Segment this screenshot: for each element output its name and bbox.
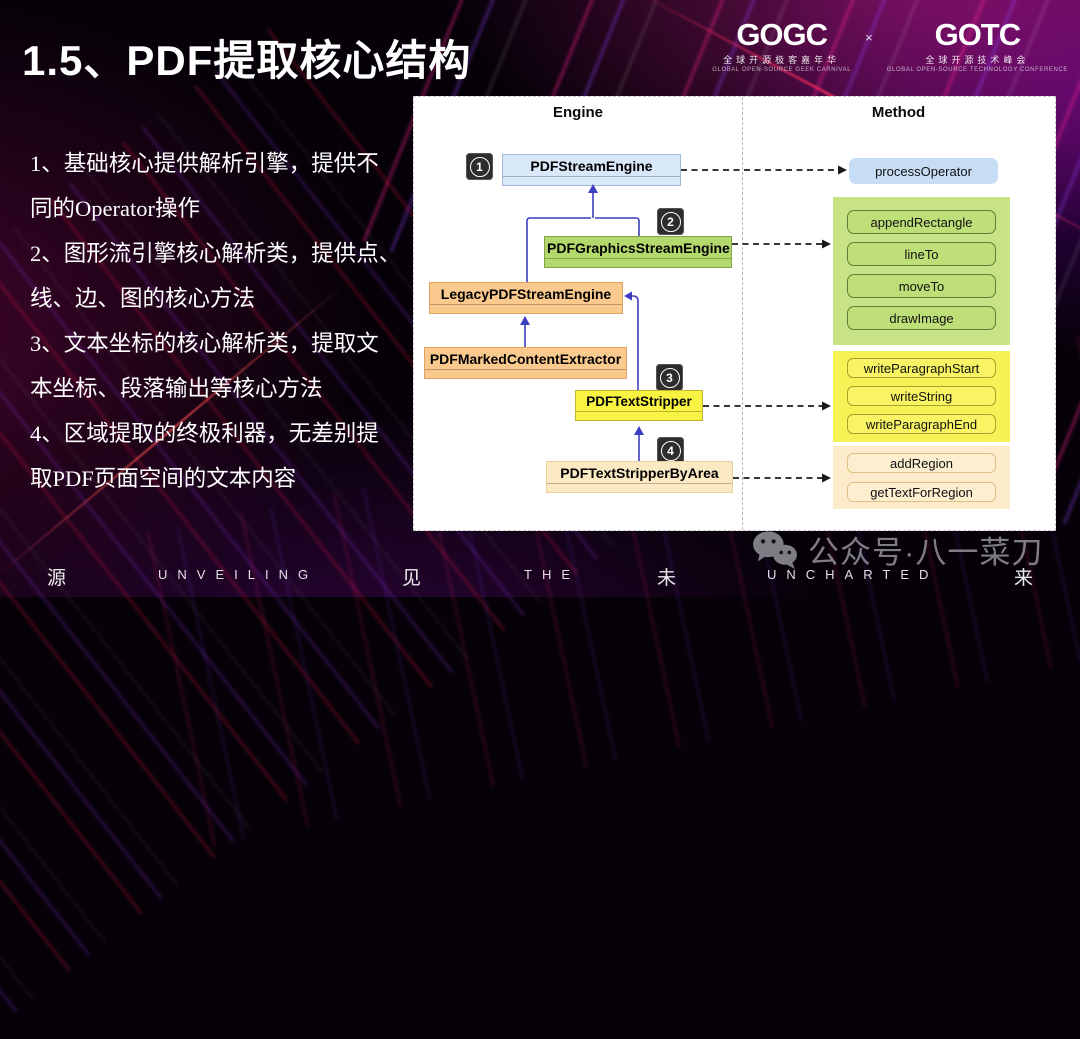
method-appendrectangle: appendRectangle	[847, 210, 996, 234]
class-empty-compartment	[547, 484, 732, 492]
method-column-header: Method	[871, 104, 926, 121]
footer-word-jian: 见	[402, 568, 422, 589]
note-line: 取PDF页面空间的文本内容	[30, 466, 297, 491]
footer-word-wei: 未	[657, 568, 677, 589]
class-box-pdfmarkedcontentextractor: PDFMarkedContentExtractor	[424, 347, 627, 379]
badge-4: 4	[657, 437, 684, 464]
footer-word-uncharted: UNCHARTED	[767, 567, 939, 582]
footer-word-the: THE	[524, 567, 580, 582]
class-empty-compartment	[425, 370, 626, 378]
method-addregion: addRegion	[847, 453, 996, 473]
class-box-pdftextstripper: PDFTextStripper	[575, 390, 703, 421]
slide-title: 1.5、PDF提取核心结构	[22, 37, 472, 84]
note-line: 4、区域提取的终极利器，无差别提	[30, 421, 379, 446]
delegation-arrows	[681, 165, 847, 483]
class-name: LegacyPDFStreamEngine	[430, 283, 622, 305]
wechat-icon	[753, 530, 797, 569]
class-name: PDFGraphicsStreamEngine	[545, 237, 731, 259]
note-line: 3、文本坐标的核心解析类，提取文	[30, 331, 379, 356]
gogc-wordmark: GOGC	[736, 17, 828, 52]
class-box-pdftextstripperbyarea: PDFTextStripperByArea	[546, 461, 733, 493]
method-lineto: lineTo	[847, 242, 996, 266]
watermark-text: 公众号·八一菜刀	[808, 535, 1044, 570]
wechat-watermark: 公众号·八一菜刀	[750, 527, 1043, 572]
badge-3: 3	[656, 364, 683, 391]
badge-3-number: 3	[659, 367, 680, 388]
class-box-pdfgraphicsstreamengine: PDFGraphicsStreamEngine	[544, 236, 732, 268]
gotc-tagline-en: GLOBAL OPEN-SOURCE TECHNOLOGY CONFERENCE	[886, 67, 1068, 73]
footer-strip: 源 UNVEILING 见 THE 未 UNCHARTED 来	[0, 537, 1080, 597]
class-empty-compartment	[430, 305, 622, 313]
note-line: 线、边、图的核心方法	[30, 286, 256, 311]
method-writeparagraphstart: writeParagraphStart	[847, 358, 996, 378]
method-writeparagraphend: writeParagraphEnd	[847, 414, 996, 434]
class-name: PDFTextStripperByArea	[547, 462, 732, 484]
gotc-logo: GOTC 全球开源技术峰会 GLOBAL OPEN-SOURCE TECHNOL…	[886, 17, 1068, 73]
badge-1-number: 1	[469, 156, 490, 177]
footer-word-lai: 来	[1014, 568, 1034, 589]
class-name: PDFTextStripper	[576, 391, 702, 412]
note-line: 2、图形流引擎核心解析类，提供点、	[30, 241, 402, 266]
method-moveto: moveTo	[847, 274, 996, 298]
method-processoperator: processOperator	[849, 158, 998, 184]
class-empty-compartment	[503, 177, 680, 185]
class-empty-compartment	[545, 259, 731, 267]
note-line: 同的Operator操作	[30, 196, 200, 221]
gotc-tagline-cn: 全球开源技术峰会	[925, 55, 1030, 65]
engine-column-header: Engine	[552, 104, 603, 121]
gotc-wordmark: GOTC	[934, 17, 1022, 52]
note-line: 本坐标、段落输出等核心方法	[30, 376, 323, 401]
conference-logos: GOGC 全球开源极客嘉年华 GLOBAL OPEN-SOURCE GEEK C…	[712, 17, 1068, 73]
badge-2-number: 2	[660, 211, 681, 232]
region-methods-group: addRegion getTextForRegion	[833, 446, 1010, 509]
column-divider	[742, 97, 743, 530]
class-box-legacypdfstreamengine: LegacyPDFStreamEngine	[429, 282, 623, 314]
logo-separator: ×	[865, 30, 873, 45]
class-empty-compartment	[576, 412, 702, 420]
note-line: 1、基础核心提供解析引擎，提供不	[30, 151, 379, 176]
diagram-panel: Engine Method 1 2 3 4 PDFStreamEngine PD…	[413, 96, 1056, 531]
graphics-methods-group: appendRectangle lineTo moveTo drawImage	[833, 197, 1010, 345]
footer-word-yuan: 源	[47, 568, 67, 589]
class-name: PDFMarkedContentExtractor	[425, 348, 626, 370]
class-box-pdfstreamengine: PDFStreamEngine	[502, 154, 681, 186]
class-name: PDFStreamEngine	[503, 155, 680, 177]
gogc-tagline-en: GLOBAL OPEN-SOURCE GEEK CARNIVAL	[712, 67, 852, 73]
notes-block: 1、基础核心提供解析引擎，提供不 同的Operator操作 2、图形流引擎核心解…	[30, 141, 408, 501]
badge-4-number: 4	[660, 440, 681, 461]
gogc-logo: GOGC 全球开源极客嘉年华 GLOBAL OPEN-SOURCE GEEK C…	[712, 17, 852, 73]
badge-1: 1	[466, 153, 493, 180]
method-writestring: writeString	[847, 386, 996, 406]
footer-word-unveiling: UNVEILING	[158, 567, 319, 582]
method-gettextforregion: getTextForRegion	[847, 482, 996, 502]
text-methods-group: writeParagraphStart writeString writePar…	[833, 351, 1010, 442]
badge-2: 2	[657, 208, 684, 235]
gogc-tagline-cn: 全球开源极客嘉年华	[723, 55, 841, 65]
method-drawimage: drawImage	[847, 306, 996, 330]
